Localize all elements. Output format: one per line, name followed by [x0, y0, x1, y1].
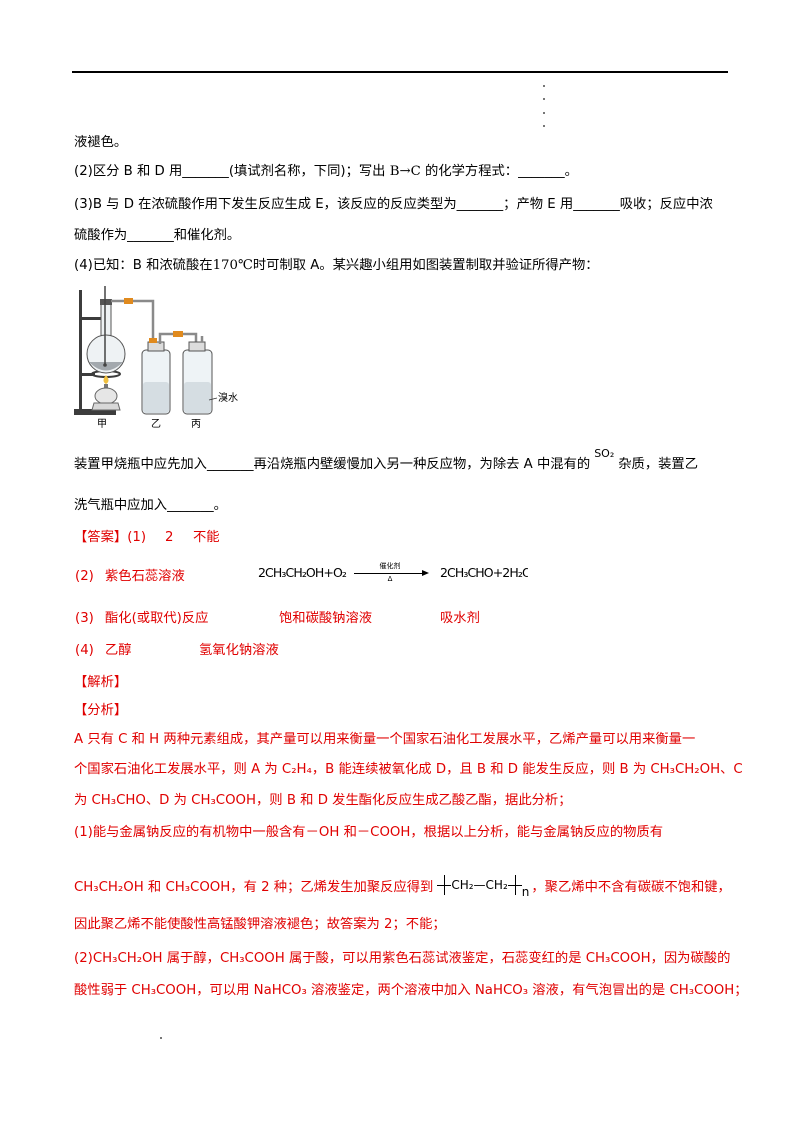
analysis-line-8: 酸性弱于 CH₃COOH，可以用 NaHCO₃ 溶液鉴定，两个溶液中加入 NaH…	[74, 983, 748, 998]
answer-label-1: (1)	[127, 530, 147, 545]
label-apparatus-yi: 乙	[151, 419, 161, 430]
answer-1-value-2: 不能	[193, 530, 220, 545]
polyethylene-structure: CH₂—CH₂ n	[437, 875, 529, 899]
impurity-formula: SO₂	[594, 447, 615, 460]
margin-mark	[543, 98, 545, 100]
analysis-line-5-suffix: ，聚乙烯中不含有碳碳不饱和键，	[531, 880, 731, 895]
polymer-degree: n	[521, 885, 530, 899]
answer-3-value-1: 酯化(或取代)反应	[105, 611, 209, 626]
question-4-text-b: 时可制取 A。某兴趣小组用如图装置制取并验证所得产物：	[252, 258, 599, 273]
answer-2-value-1: 紫色石蕊溶液	[105, 569, 185, 584]
question-3-line-1: (3)B 与 D 在浓硫酸作用下发生反应生成 E，该反应的反应类型为______…	[74, 197, 713, 212]
equation-reactants: 2CH₃CH₂OH+O₂	[258, 564, 347, 580]
question-2-text-a: (2)区分 B 和 D 用_______(填试剂名称，下同)；写出	[74, 164, 390, 179]
question-2: (2)区分 B 和 D 用_______(填试剂名称，下同)；写出 B→C 的化…	[74, 163, 578, 181]
footer-mark	[160, 1037, 162, 1039]
reaction-b-to-c: B→C	[389, 164, 421, 179]
analysis-line-5-prefix: CH₃CH₂OH 和 CH₃COOH，有 2 种；乙烯发生加聚反应得到	[74, 880, 434, 895]
question-3-line-2: 硫酸作为_______和催化剂。	[74, 228, 241, 243]
answer-3-value-3: 吸水剂	[440, 611, 480, 626]
temperature-value: 170℃	[212, 258, 253, 273]
answer-4-value-2: 氢氧化钠溶液	[199, 643, 279, 658]
question-line-1: 液褪色。	[74, 135, 128, 150]
equation-products: 2CH₃CHO+2H₂O	[439, 564, 531, 580]
answer-tag: 【答案】	[74, 530, 128, 545]
apparatus-drawing	[74, 286, 218, 415]
question-4-line-2: 装置甲烧瓶中应先加入_______再沿烧瓶内壁缓慢加入另一种反应物，为除去 A …	[74, 447, 699, 474]
label-apparatus-jia: 甲	[97, 419, 107, 430]
answer-label-4: (4)	[75, 643, 94, 658]
analysis-line-3: 为 CH₃CHO、D 为 CH₃COOH，则 B 和 D 发生酯化反应生成乙酸乙…	[74, 793, 572, 808]
label-apparatus-bing: 丙	[191, 419, 201, 430]
question-2-text-b: 的化学方程式：_______。	[420, 164, 578, 179]
analysis-line-7: (2)CH₃CH₂OH 属于醇，CH₃COOH 属于酸，可以用紫色石蕊试液鉴定，…	[74, 951, 731, 966]
label-bromine-water: 溴水	[218, 393, 238, 404]
equation-arrow: 催化剂 Δ	[353, 561, 430, 584]
question-4-line-2-text-b: 杂质，装置乙	[618, 457, 699, 472]
header-rule	[72, 71, 728, 73]
question-4-line-2-text-a: 装置甲烧瓶中应先加入_______再沿烧瓶内壁缓慢加入另一种反应物，为除去 A …	[74, 457, 591, 472]
polymer-repeat-unit: CH₂—CH₂	[451, 878, 508, 892]
answer-label-3: (3)	[75, 611, 94, 626]
answer-1-value-1: 2	[165, 530, 174, 545]
apparatus-figure	[72, 282, 242, 434]
question-4-line-3: 洗气瓶中应加入_______。	[74, 498, 227, 513]
analysis-line-4: (1)能与金属钠反应的有机物中一般含有－OH 和－COOH，根据以上分析，能与金…	[74, 825, 664, 840]
equation-catalyst: 催化剂	[379, 561, 401, 570]
answer-row-1: 【答案】(1)	[74, 529, 146, 547]
polymer-bracket-right	[507, 875, 522, 895]
analysis-line-6: 因此聚乙烯不能使酸性高锰酸钾溶液褪色；故答案为 2；不能；	[74, 917, 446, 932]
jiexi-tag: 【解析】	[74, 675, 128, 690]
polymer-bracket-left	[437, 875, 452, 895]
analysis-line-2: 个国家石油化工发展水平，则 A 为 C₂H₄，B 能连续被氧化成 D，且 B 和…	[74, 762, 743, 777]
margin-mark	[543, 112, 545, 114]
question-4-text-a: (4)已知：B 和浓硫酸在	[74, 258, 213, 273]
margin-mark	[543, 125, 545, 127]
chemical-equation: 2CH₃CH₂OH+O₂ 催化剂 Δ 2CH₃CHO+2H₂O	[258, 561, 531, 583]
answer-label-2: (2)	[75, 569, 94, 584]
answer-3-value-2: 饱和碳酸钠溶液	[279, 611, 373, 626]
margin-mark	[543, 85, 545, 87]
equation-heat: Δ	[387, 574, 393, 583]
answer-4-value-1: 乙醇	[105, 643, 132, 658]
fenxi-tag: 【分析】	[74, 703, 128, 718]
question-4: (4)已知：B 和浓硫酸在170℃时可制取 A。某兴趣小组用如图装置制取并验证所…	[74, 257, 599, 275]
analysis-line-1: A 只有 C 和 H 两种元素组成，其产量可以用来衡量一个国家石油化工发展水平，…	[74, 732, 696, 747]
